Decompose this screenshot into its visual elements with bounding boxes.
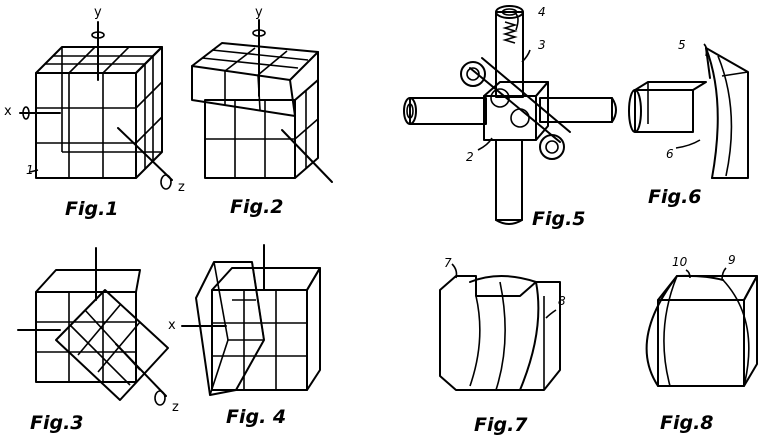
fig4-x-axis-label: x: [168, 318, 176, 333]
ref-number-7: 7: [444, 256, 452, 270]
fig3-cube-drawing: [17, 247, 169, 406]
ref-number-1: 1: [26, 163, 34, 177]
fig2-y-axis-label: y: [255, 5, 263, 20]
ref-number-9: 9: [728, 253, 736, 267]
ref-number-3: 3: [538, 38, 546, 52]
fig6-label: Fig.6: [648, 186, 702, 208]
fig1-label: Fig.1: [65, 198, 119, 220]
ref-number-4: 4: [538, 5, 546, 19]
fig2-label: Fig.2: [230, 196, 284, 218]
fig3-z-axis-label: z: [172, 400, 179, 415]
ref-number-2: 2: [466, 150, 474, 164]
fig2-cube-drawing: [191, 19, 333, 183]
fig8-label: Fig.8: [660, 412, 714, 434]
fig5-label: Fig.5: [532, 208, 586, 230]
fig1-z-axis-label: z: [178, 180, 185, 195]
fig3-label: Fig.3: [30, 412, 84, 434]
fig8-spherical-cube-drawing: [645, 267, 758, 387]
ref-number-5: 5: [678, 38, 686, 52]
fig7-label: Fig.7: [474, 414, 528, 436]
fig4-label: Fig. 4: [226, 406, 287, 428]
fig5-joint-drawing: [403, 5, 617, 225]
fig7-cut-cube-drawing: [439, 263, 561, 391]
fig1-x-axis-label: x: [4, 104, 12, 119]
ref-number-8: 8: [558, 294, 566, 308]
fig4-cube-drawing: [181, 244, 321, 396]
fig6-socket-drawing: [628, 43, 749, 179]
fig1-cube-drawing: [19, 21, 173, 190]
ref-number-6: 6: [666, 147, 674, 161]
ref-number-10: 10: [672, 255, 688, 269]
fig1-y-axis-label: y: [94, 5, 102, 20]
